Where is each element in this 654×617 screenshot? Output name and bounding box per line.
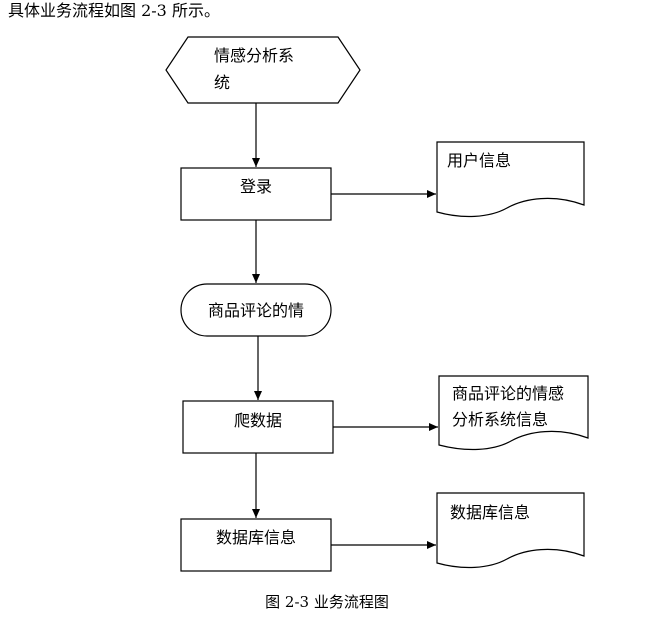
review-info-document: 商品评论的情感 分析系统信息 — [438, 375, 589, 451]
user-info-document: 用户信息 — [436, 141, 585, 218]
crawl-node: 爬数据 — [182, 400, 334, 454]
dbinfo-node: 数据库信息 — [180, 518, 332, 572]
intro-text: 具体业务流程如图 2-3 所示。 — [8, 1, 220, 20]
dbinfo-node-label: 数据库信息 — [216, 528, 296, 547]
db-info-document-label: 数据库信息 — [450, 503, 530, 522]
sentiment-node: 商品评论的情 — [180, 283, 332, 337]
login-node: 登录 — [180, 167, 332, 221]
db-info-document: 数据库信息 — [436, 492, 585, 569]
figure-caption: 图 2-3 业务流程图 — [265, 593, 389, 611]
crawl-node-label: 爬数据 — [234, 411, 282, 430]
login-node-label: 登录 — [240, 177, 272, 196]
review-info-label-1: 商品评论的情感 — [452, 384, 564, 403]
review-info-label-2: 分析系统信息 — [452, 410, 548, 429]
start-node-label-2: 统 — [214, 73, 230, 92]
start-node: 情感分析系 统 — [165, 36, 361, 104]
user-info-label: 用户信息 — [447, 151, 511, 170]
start-node-label-1: 情感分析系 — [214, 46, 294, 65]
sentiment-node-label: 商品评论的情 — [208, 301, 304, 320]
